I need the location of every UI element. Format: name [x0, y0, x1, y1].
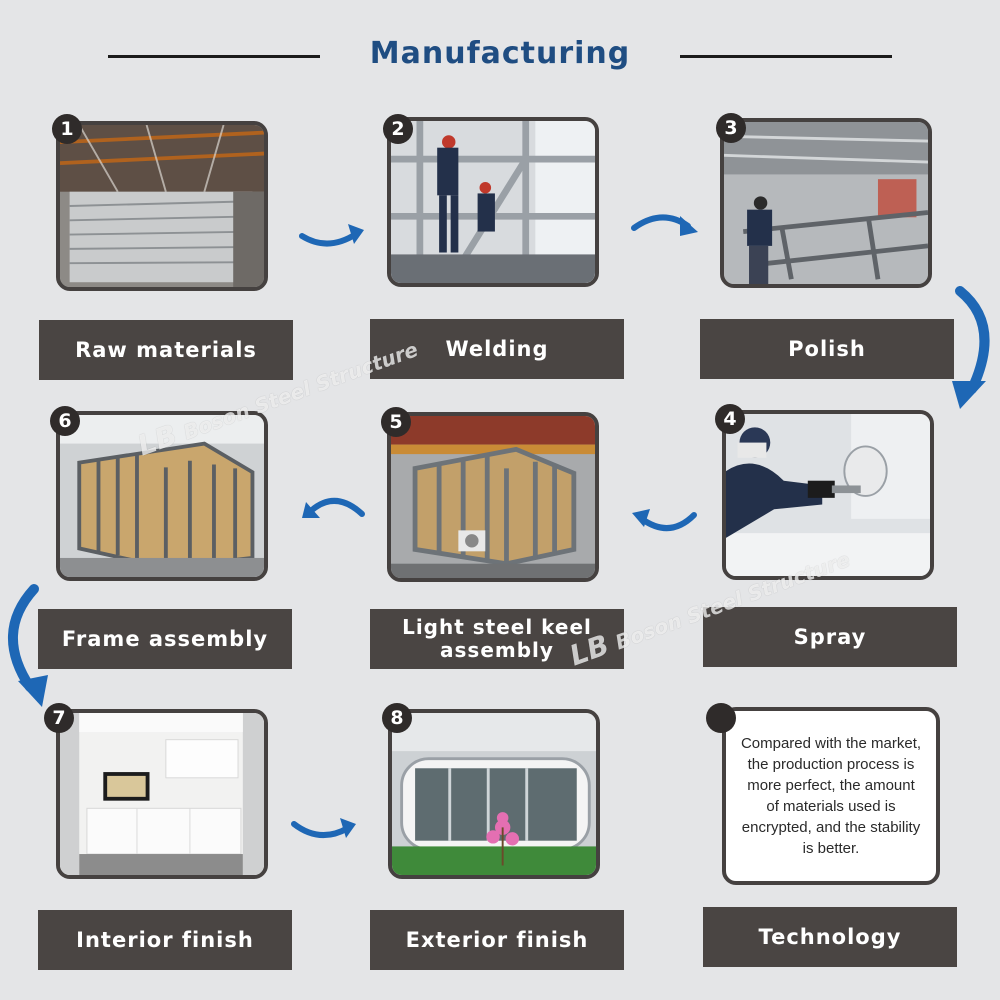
- arrow-left-5-6: [302, 498, 365, 518]
- step-number-6: 6: [50, 406, 80, 436]
- step-number-7: 7: [44, 703, 74, 733]
- step-number-3: 3: [716, 113, 746, 143]
- label-line-2: assembly: [440, 638, 554, 662]
- arrow-right-7-8: [291, 818, 356, 838]
- technology-description-box: Compared with the market, the production…: [722, 707, 940, 885]
- label-interior-finish: Interior finish: [38, 910, 292, 970]
- step-number-1: 1: [52, 114, 82, 144]
- arrow-right-2-3: [631, 214, 698, 236]
- step-number-2: 2: [383, 114, 413, 144]
- arrow-down-6-7: [7, 584, 48, 707]
- arrow-down-3-4: [952, 286, 990, 409]
- label-line-1: Light steel keel: [402, 615, 592, 639]
- technology-description: Compared with the market, the production…: [740, 735, 922, 857]
- label-welding: Welding: [370, 319, 624, 379]
- photo-spray: [722, 410, 934, 580]
- step-number-8: 8: [382, 703, 412, 733]
- photo-frame-assembly: [56, 411, 268, 581]
- photo-light-steel-keel: [387, 412, 599, 582]
- label-raw-materials: Raw materials: [39, 320, 293, 380]
- photo-interior-finish: [56, 709, 268, 879]
- arrow-left-4-5: [632, 509, 697, 531]
- header-rule-right: [680, 55, 892, 58]
- step-number-4: 4: [715, 404, 745, 434]
- photo-raw-materials: [56, 121, 268, 291]
- technology-dot: [706, 703, 736, 733]
- label-polish: Polish: [700, 319, 954, 379]
- label-exterior-finish: Exterior finish: [370, 910, 624, 970]
- page-title: Manufacturing: [369, 36, 631, 71]
- label-frame-assembly: Frame assembly: [38, 609, 292, 669]
- label-light-steel-keel-assembly: Light steel keel assembly: [370, 609, 624, 669]
- header-rule-left: [108, 55, 320, 58]
- photo-welding: [387, 117, 599, 287]
- label-technology: Technology: [703, 907, 957, 967]
- arrow-right-1-2: [299, 224, 364, 247]
- step-number-5: 5: [381, 407, 411, 437]
- label-spray: Spray: [703, 607, 957, 667]
- photo-polish: [720, 118, 932, 288]
- photo-exterior-finish: [388, 709, 600, 879]
